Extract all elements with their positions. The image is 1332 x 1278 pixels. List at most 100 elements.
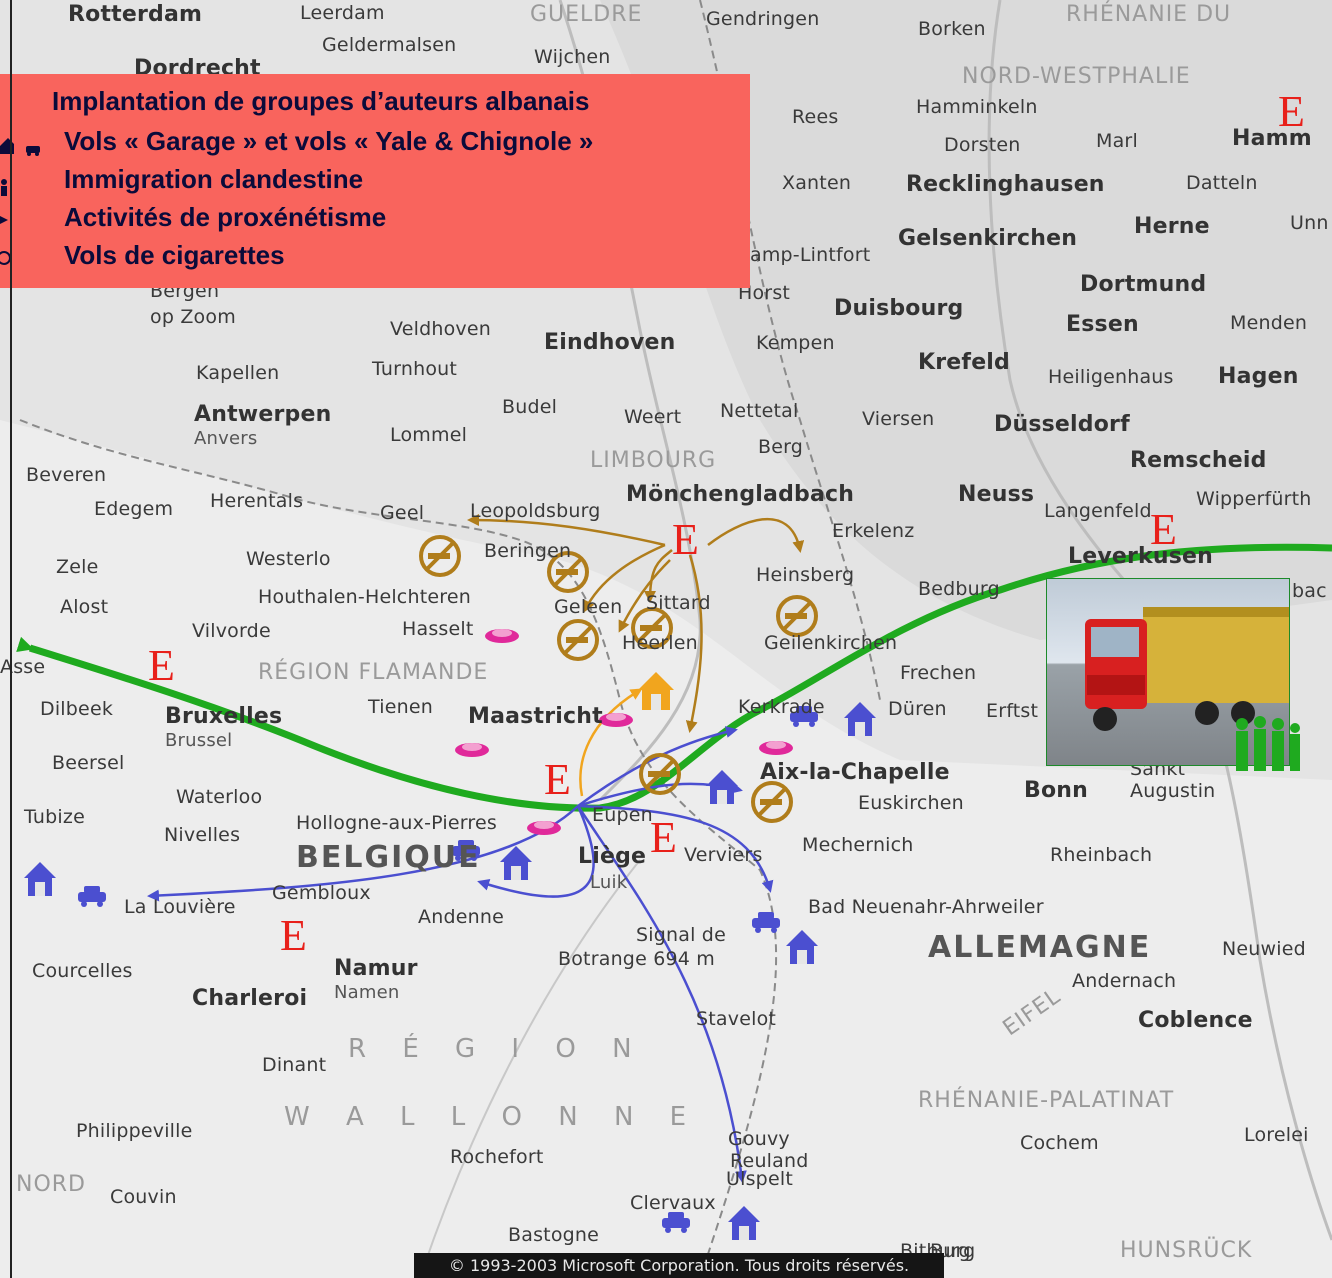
place-label: Ulspelt: [726, 1168, 793, 1190]
house-icon-group: [24, 702, 876, 1240]
place-label: Heiligenhaus: [1048, 366, 1174, 388]
place-label: bac: [1292, 580, 1327, 602]
place-label: Mönchengladbach: [626, 482, 855, 507]
legend: Implantation de groupes d’auteurs albana…: [0, 74, 750, 288]
no-smoking-icon-group: [419, 535, 818, 823]
place-label: Nettetal: [720, 400, 799, 422]
place-label: Neuwied: [1222, 938, 1306, 960]
place-label: Bonn: [1024, 778, 1089, 803]
hub-marker: E: [672, 515, 699, 564]
place-label: Euskirchen: [858, 792, 964, 814]
place-label: Leopoldsburg: [470, 500, 601, 522]
left-edge-rule: [10, 0, 12, 1278]
place-label: Gembloux: [272, 882, 371, 904]
place-label: Rheinbach: [1050, 844, 1153, 866]
place-label: Lommel: [390, 424, 468, 446]
place-label: Marl: [1096, 130, 1138, 152]
no-smoking-icon-small: [0, 251, 11, 265]
place-label: Anvers: [194, 428, 258, 449]
place-label: W A L L O N N E: [284, 1102, 701, 1132]
place-label: Cochem: [1020, 1132, 1099, 1154]
place-label: Couvin: [110, 1186, 177, 1208]
place-label: Düsseldorf: [994, 412, 1130, 437]
place-label: Heinsberg: [756, 564, 855, 586]
place-label: NORD: [16, 1172, 86, 1197]
place-label: Zele: [56, 556, 99, 578]
place-label: NORD-WESTPHALIE: [962, 64, 1191, 89]
place-label: GUELDRE: [530, 2, 643, 27]
truck-photo: [1046, 578, 1290, 766]
place-label: Charleroi: [192, 986, 308, 1011]
place-label: Unn: [1290, 212, 1329, 234]
legend-item-proxenetism: Activités de proxénétisme: [64, 202, 387, 232]
place-label: R É G I O N: [348, 1034, 646, 1064]
place-label: Beringen: [484, 540, 572, 562]
lips-icon-small: [0, 216, 8, 224]
place-label: Westerlo: [246, 548, 331, 570]
hub-marker: E: [148, 641, 175, 690]
place-label: Nivelles: [164, 824, 241, 846]
place-label: Kapellen: [196, 362, 280, 384]
place-label: Dilbeek: [40, 698, 114, 720]
place-label: Waterloo: [176, 786, 263, 808]
place-label: op Zoom: [150, 306, 236, 328]
place-label: Geldermalsen: [322, 34, 457, 56]
place-label: Berg: [758, 436, 804, 458]
place-label: Namen: [334, 982, 400, 1003]
place-label: Kempen: [756, 332, 835, 354]
place-label: Andenne: [418, 906, 504, 928]
place-label: Signal de: [636, 924, 726, 946]
place-label: Luik: [590, 872, 628, 893]
place-label: Rochefort: [450, 1146, 544, 1168]
place-label: Leverkusen: [1068, 544, 1214, 569]
immigration-route: [16, 543, 1332, 812]
place-label: Turnhout: [372, 358, 458, 380]
place-label: Recklinghausen: [906, 172, 1105, 197]
place-label: Aix-la-Chapelle: [760, 760, 950, 785]
place-label: Lorelei: [1244, 1124, 1309, 1146]
place-label: Edegem: [94, 498, 174, 520]
lips-icon-group: [455, 629, 793, 835]
place-label: Geilenkirchen: [764, 632, 898, 654]
car-icon-group: [78, 706, 818, 1233]
place-label: Heerlen: [622, 632, 698, 654]
place-label: Asse: [0, 656, 46, 678]
orange-house-icon: [638, 672, 674, 710]
place-label: Reuland: [730, 1150, 809, 1172]
place-label: Duisbourg: [834, 296, 964, 321]
place-label: Brussel: [165, 730, 233, 751]
place-label: Wipperfürth: [1196, 488, 1312, 510]
place-label: Wijchen: [534, 46, 611, 68]
hub-marker: E: [280, 911, 307, 960]
place-label: RÉGION FLAMANDE: [258, 660, 489, 685]
place-label: ALLEMAGNE: [928, 930, 1152, 965]
legend-item-immigration: Immigration clandestine: [64, 164, 364, 194]
hub-marker: E: [650, 813, 677, 862]
place-label: Leerdam: [300, 2, 385, 24]
place-label: Maastricht: [468, 704, 603, 729]
place-label: Vilvorde: [192, 620, 271, 642]
place-label: Namur: [334, 956, 418, 981]
place-label: Beveren: [26, 464, 107, 486]
place-label: Hagen: [1218, 364, 1299, 389]
legend-item-garage: Vols « Garage » et vols « Yale & Chignol…: [64, 126, 594, 156]
place-label: Eupen: [592, 804, 653, 826]
place-label: Sittard: [646, 592, 711, 614]
place-label: Courcelles: [32, 960, 133, 982]
place-label: Dortmund: [1080, 272, 1207, 297]
copyright-notice: © 1993-2003 Microsoft Corporation. Tous …: [414, 1253, 944, 1278]
place-label: Bastogne: [508, 1224, 600, 1246]
place-label: RHÉNANIE DU: [1066, 2, 1232, 27]
place-label: Rees: [792, 106, 839, 128]
place-label: Dinant: [262, 1054, 327, 1076]
place-label: Menden: [1230, 312, 1308, 334]
place-label: Hollogne-aux-Pierres: [296, 812, 497, 834]
place-label: Horst: [738, 282, 791, 304]
people-icon-small: [1, 179, 7, 196]
place-label: Neuss: [958, 482, 1035, 507]
place-label: Augustin: [1130, 780, 1216, 802]
hub-marker: E: [1278, 87, 1305, 136]
place-label: Xanten: [782, 172, 852, 194]
